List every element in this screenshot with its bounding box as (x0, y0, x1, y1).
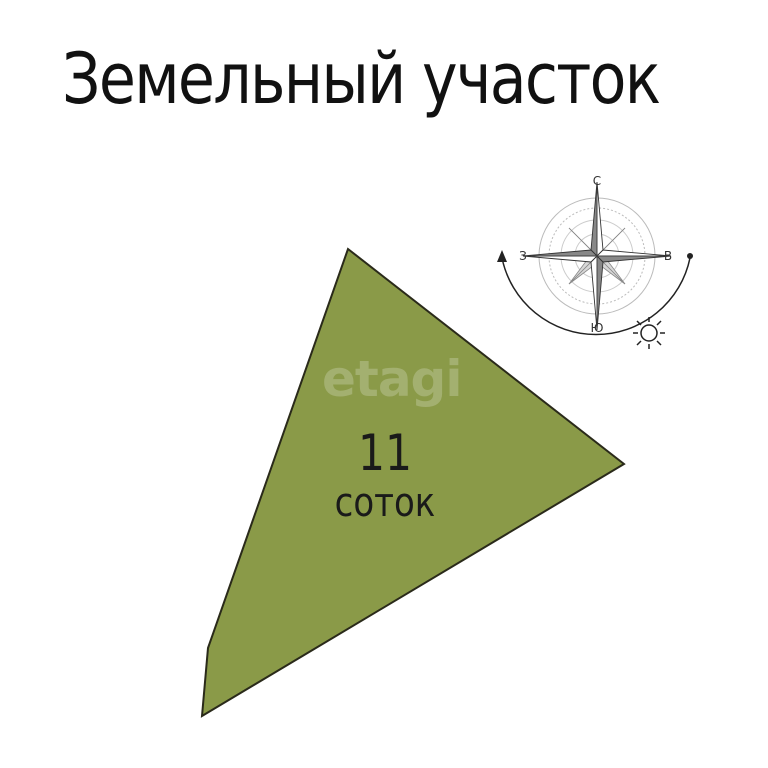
plot-area-value: 11 (357, 424, 413, 482)
compass-east-label: В (664, 249, 672, 263)
compass-south-label: Ю (591, 321, 604, 335)
plot-area-unit: соток (334, 480, 436, 526)
sun-icon (633, 317, 665, 349)
compass-rose-icon (522, 181, 672, 331)
compass-north-label: С (593, 174, 601, 188)
compass-widget: С Ю З В (497, 174, 693, 349)
compass-west-label: З (519, 249, 527, 263)
page-title: Земельный участок (62, 38, 661, 120)
sun-path-arrow-icon (497, 250, 693, 336)
land-plot-shape (200, 247, 626, 718)
watermark: etagi (322, 350, 462, 408)
